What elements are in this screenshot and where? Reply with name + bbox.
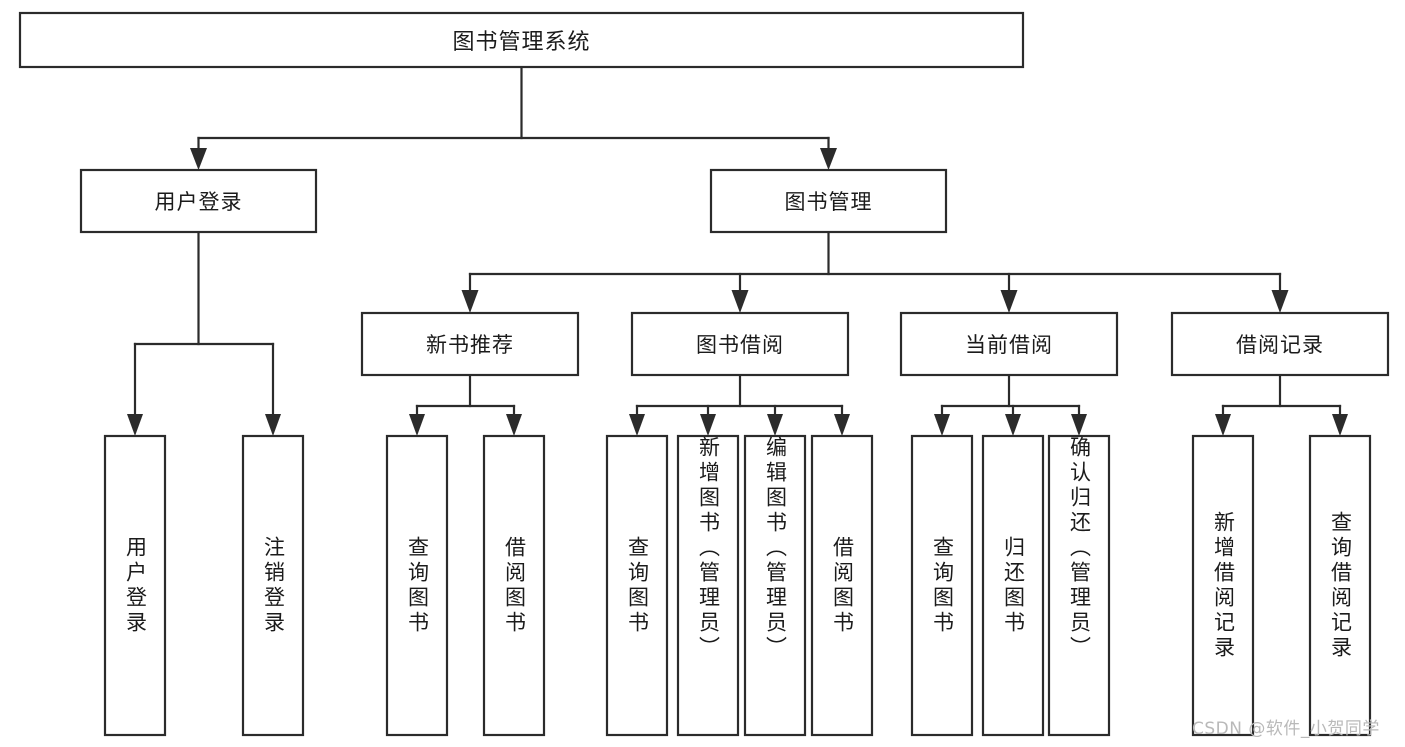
arrow-head-leaf-borrow-book-2 [834, 414, 850, 436]
arrow-head-leaf-add-book [700, 414, 716, 436]
node-leaf-borrow-book-2[interactable] [810, 434, 874, 737]
node-leaf-user-login[interactable] [103, 434, 167, 737]
node-root[interactable] [18, 11, 1025, 69]
arrow-head-book-manage [820, 148, 837, 170]
node-new-book-rec[interactable] [360, 311, 580, 377]
connector-bookborrow-to-leaves [629, 373, 850, 436]
node-leaf-query-record[interactable] [1308, 434, 1372, 737]
node-book-borrow[interactable] [630, 311, 850, 377]
arrow-head-leaf-query-book-2 [629, 414, 645, 436]
node-borrow-record[interactable] [1170, 311, 1390, 377]
connector-currentborrow-to-leaves [934, 373, 1087, 436]
node-leaf-logout[interactable] [241, 434, 305, 737]
arrow-head-borrow-record [1271, 290, 1289, 313]
arrow-head-leaf-return-book [1005, 414, 1021, 436]
node-leaf-add-book[interactable] [676, 434, 740, 737]
arrow-head-user-login [190, 148, 207, 170]
arrow-head-current-borrow [1000, 290, 1018, 313]
arrow-head-leaf-query-record [1332, 414, 1348, 436]
node-leaf-query-book-3[interactable] [910, 434, 974, 737]
node-leaf-edit-book[interactable] [743, 434, 807, 737]
node-leaf-borrow-book-1[interactable] [482, 434, 546, 737]
arrow-head-leaf-query-book-3 [934, 414, 950, 436]
connector-root-to-level2 [190, 65, 837, 170]
node-leaf-query-book-1[interactable] [385, 434, 449, 737]
connector-newbookrec-to-leaves [409, 373, 522, 436]
arrow-head-leaf-user-login [127, 414, 143, 436]
arrow-head-leaf-query-book-1 [409, 414, 425, 436]
node-leaf-confirm-return[interactable] [1047, 434, 1111, 737]
arrow-head-leaf-confirm-return [1071, 414, 1087, 436]
node-user-login[interactable] [79, 168, 318, 234]
arrow-head-new-book-rec [461, 290, 479, 313]
connector-borrowrecord-to-leaves [1215, 373, 1348, 436]
node-leaf-add-record[interactable] [1191, 434, 1255, 737]
node-leaf-query-book-2[interactable] [605, 434, 669, 737]
arrow-head-book-borrow [731, 290, 749, 313]
arrow-head-leaf-add-record [1215, 414, 1231, 436]
connector-userlogin-to-leaves [127, 230, 281, 436]
connector-bookmanage-to-level3 [461, 230, 1289, 313]
arrow-head-leaf-edit-book [767, 414, 783, 436]
arrow-head-leaf-borrow-book-1 [506, 414, 522, 436]
arrow-head-leaf-logout [265, 414, 281, 436]
node-book-manage[interactable] [709, 168, 948, 234]
node-leaf-return-book[interactable] [981, 434, 1045, 737]
csdn-watermark: CSDN @软件_小贺同学 [1192, 719, 1380, 739]
node-current-borrow[interactable] [899, 311, 1119, 377]
